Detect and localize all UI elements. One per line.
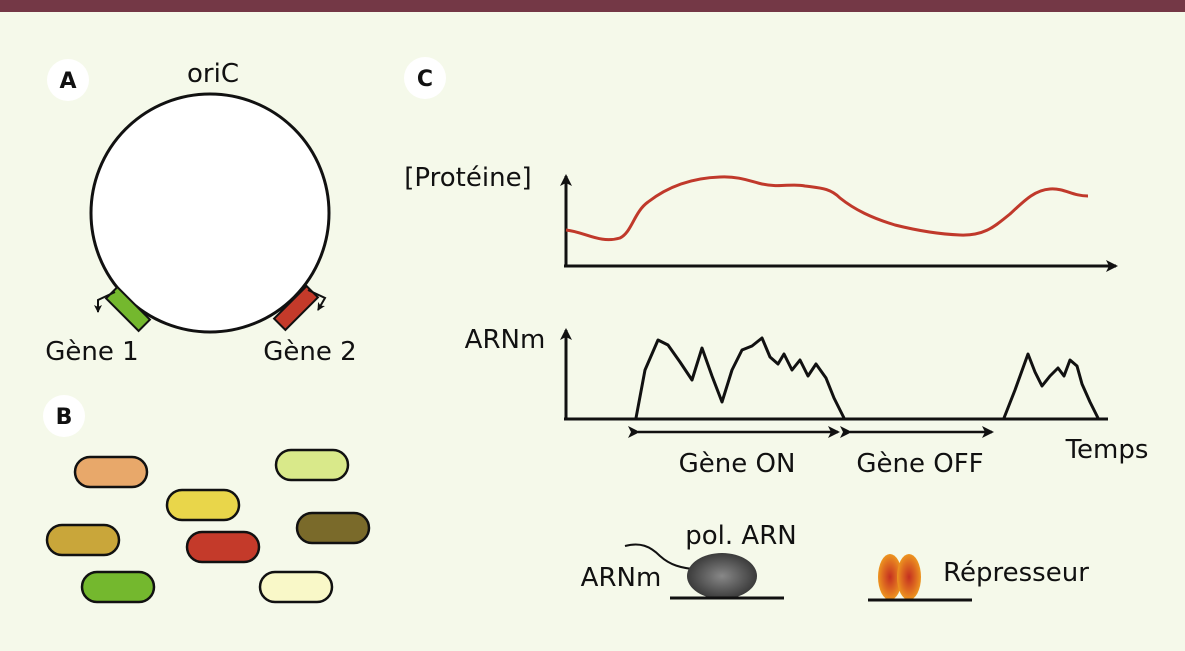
panel-a: A oriC Gène 1 Gène 2 <box>45 59 357 367</box>
bacterium-cell <box>258 570 334 604</box>
polymerase-blob <box>687 553 757 599</box>
repressor-right-lobe <box>897 554 921 600</box>
bacterium-cell <box>45 523 121 557</box>
origin-label: oriC <box>187 59 239 89</box>
time-axis-label: Temps <box>1065 435 1149 465</box>
panel-c-badge-label: C <box>417 67 433 92</box>
legend-mrna-label: ARNm <box>581 563 662 593</box>
gene-on-label: Gène ON <box>679 449 796 479</box>
mrna-burst-late <box>1002 352 1100 419</box>
protein-axis-label: [Protéine] <box>404 163 531 193</box>
bacterium-cell <box>295 511 371 545</box>
gene2-label: Gène 2 <box>263 337 356 367</box>
bacterium-cell <box>274 448 350 482</box>
panel-a-badge-label: A <box>59 69 76 94</box>
panel-b-badge-label: B <box>56 405 73 430</box>
panel-b-badge <box>43 395 85 437</box>
legend-polymerase-label: pol. ARN <box>685 521 796 551</box>
bacterium-cell <box>73 455 149 489</box>
bacterium-cell <box>80 570 156 604</box>
protein-curve <box>565 175 1089 242</box>
gene2-promoter-arrow <box>307 289 327 311</box>
mrna-axis-label: ARNm <box>465 325 546 355</box>
chromosome-circle <box>89 92 331 334</box>
top-border <box>0 0 1185 12</box>
repressor-left-lobe <box>878 554 902 600</box>
mrna-strand <box>624 543 701 571</box>
bacterium-cell <box>185 530 261 564</box>
panel-a-badge <box>47 59 89 101</box>
gene-off-label: Gène OFF <box>856 449 983 479</box>
panel-b: B <box>43 395 371 604</box>
gene1-label: Gène 1 <box>45 337 138 367</box>
mrna-burst-on <box>634 336 846 419</box>
panel-c: C [Protéine] ARNm Gène ON Gène OFF Temps… <box>404 57 1149 602</box>
bacterium-cell <box>165 488 241 522</box>
legend-repressor-label: Répresseur <box>943 558 1089 588</box>
gene1-promoter-arrow <box>94 291 116 313</box>
panel-c-badge <box>404 57 446 99</box>
